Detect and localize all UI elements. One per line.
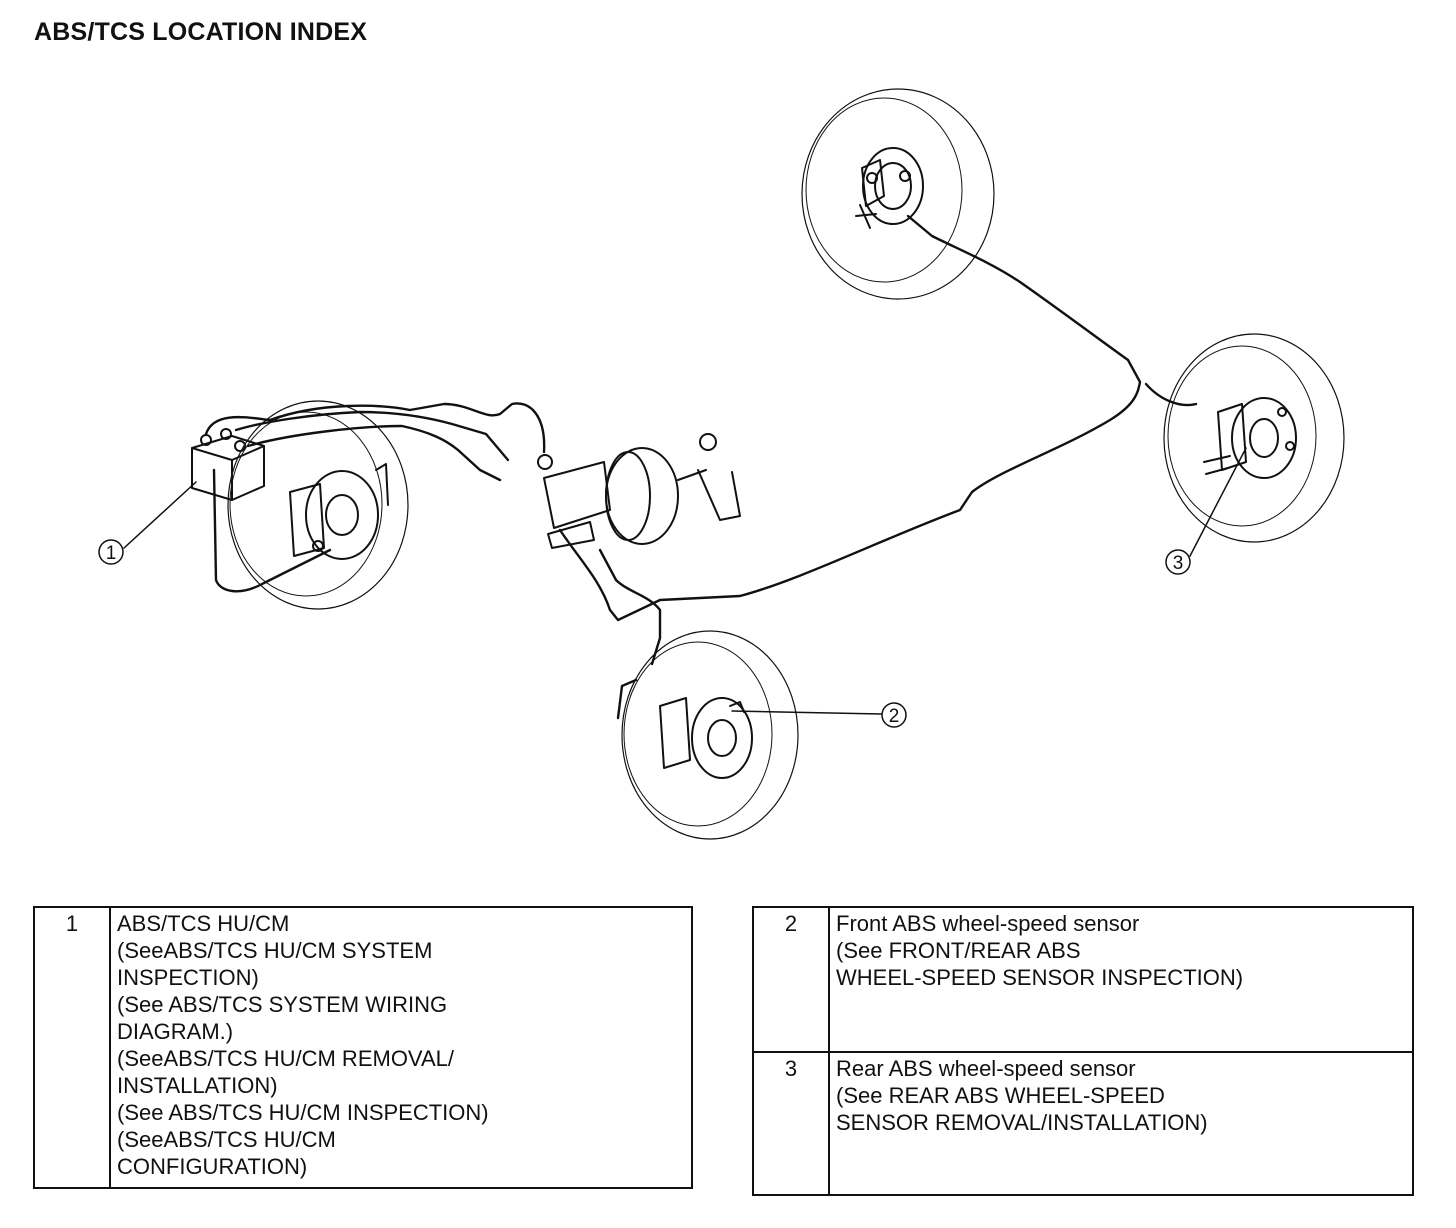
- hu-cm-unit: [191, 428, 265, 501]
- callout-1: 1: [98, 539, 124, 565]
- rear-right-wheel: [1163, 333, 1345, 543]
- callout-3-leader: [1189, 447, 1247, 557]
- callout-3: 3: [1165, 549, 1191, 575]
- legend-description: ABS/TCS HU/CM (SeeABS/TCS HU/CM SYSTEM I…: [109, 906, 693, 1189]
- legend-table-right: 2 Front ABS wheel-speed sensor (See FRON…: [752, 906, 1414, 1196]
- callout-2-label: 2: [889, 706, 900, 727]
- brake-booster: [537, 433, 741, 549]
- callout-2-leader: [731, 710, 882, 715]
- brake-system-diagram: 1 2 3: [98, 88, 1345, 840]
- brake-lines: [204, 214, 1198, 720]
- legend-number: 3: [752, 1051, 830, 1196]
- legend-row: 1 ABS/TCS HU/CM (SeeABS/TCS HU/CM SYSTEM…: [33, 906, 693, 1189]
- front-left-wheel: [227, 400, 409, 610]
- page-title: ABS/TCS LOCATION INDEX: [34, 18, 368, 46]
- legend-description: Rear ABS wheel-speed sensor (See REAR AB…: [828, 1051, 1414, 1196]
- callout-1-label: 1: [106, 543, 117, 564]
- rear-left-wheel: [801, 88, 995, 300]
- callout-1-leader: [123, 481, 197, 549]
- legend-table-left: 1 ABS/TCS HU/CM (SeeABS/TCS HU/CM SYSTEM…: [33, 906, 693, 1189]
- legend-number: 2: [752, 906, 830, 1053]
- front-right-wheel: [621, 630, 799, 840]
- callout-3-label: 3: [1173, 553, 1184, 574]
- legend-row: 2 Front ABS wheel-speed sensor (See FRON…: [752, 906, 1414, 1053]
- callout-2: 2: [881, 702, 907, 728]
- legend-number: 1: [33, 906, 111, 1189]
- legend-description: Front ABS wheel-speed sensor (See FRONT/…: [828, 906, 1414, 1053]
- legend-row: 3 Rear ABS wheel-speed sensor (See REAR …: [752, 1051, 1414, 1196]
